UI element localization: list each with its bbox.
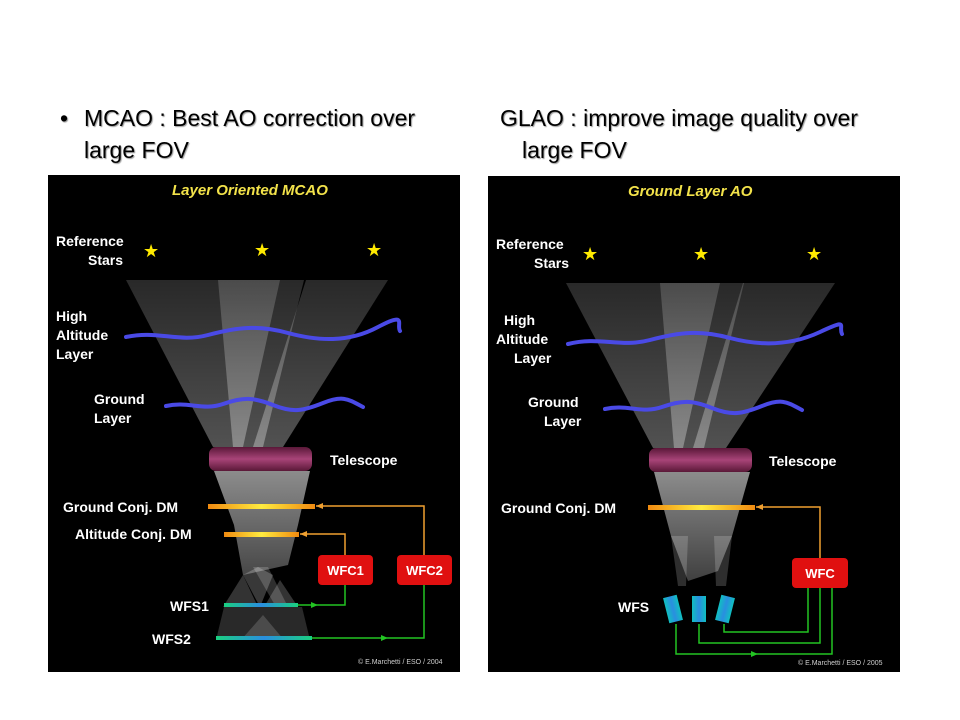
wire-wfs1-to-wfc1 [298,585,346,606]
high-altitude-wave [124,317,402,341]
wfs-camera [692,596,706,622]
beam-right [253,280,388,447]
label-high-altitude-layer: High Altitude Layer [496,312,552,366]
label-ground-layer: Ground Layer [94,391,148,426]
label-wfs: WFS [618,599,649,615]
optical-cone [214,471,310,575]
star-icon: ★ [254,240,270,261]
beam-right [693,283,835,448]
label-telescope: Telescope [330,452,398,468]
label-ground-layer: Ground Layer [528,394,582,429]
altitude-conj-dm [224,532,299,537]
wfs-camera [715,594,735,624]
label-wfc1: WFC1 [327,563,364,578]
ground-conj-dm [648,505,755,510]
glao-heading: GLAO : improve image quality over large … [500,102,920,166]
telescope [209,447,312,471]
wfs2-bar [216,636,312,640]
wire-wfc2-to-dm [316,505,425,555]
wfc1-box [318,555,373,585]
mcao-heading-text: MCAO : Best AO correction over large FOV [84,105,416,163]
beam-center [218,280,304,447]
label-ground-conj-dm: Ground Conj. DM [501,500,616,516]
label-ground-conj-dm: Ground Conj. DM [63,499,178,515]
label-reference-stars: Reference Stars [56,233,128,268]
high-altitude-wave [566,322,844,346]
label-reference-stars: Reference Stars [496,236,569,271]
mcao-diagram: Layer Oriented MCAO ★ ★ ★ [48,175,460,672]
credit: © E.Marchetti / ESO / 2004 [358,658,443,666]
optical-cone [654,472,750,581]
label-wfs1: WFS1 [170,598,209,614]
beam-center [660,283,744,448]
mcao-heading: • MCAO : Best AO correction over large F… [60,102,460,166]
ground-layer-wave [603,399,804,415]
star-icon: ★ [143,241,159,262]
glao-title: Ground Layer AO [628,183,753,200]
label-high-altitude-layer: High Altitude Layer [56,308,112,362]
label-wfc: WFC [805,566,835,581]
star-icon: ★ [693,244,709,265]
glao-heading-line1: GLAO : improve image quality over [500,105,858,131]
wire-wfs-b [698,588,821,644]
wire-wfc-to-dm [756,506,821,558]
wfs-camera [663,594,683,624]
telescope [649,448,752,472]
star-icon: ★ [366,240,382,261]
star-icon: ★ [806,244,822,265]
label-altitude-conj-dm: Altitude Conj. DM [75,526,192,542]
wire-wfs2-to-wfc2 [312,585,425,639]
wire-wfc1-to-dm [300,533,346,555]
label-telescope: Telescope [769,453,837,469]
ground-layer-wave [164,396,365,412]
wfs-cameras [663,594,735,624]
mcao-title: Layer Oriented MCAO [172,182,328,199]
ground-conj-dm [208,504,315,509]
wfs1-bar [224,603,298,607]
bullet-icon: • [60,105,69,131]
glao-diagram: Ground Layer AO ★ ★ ★ [488,176,900,672]
wire-wfs-c [723,588,809,633]
star-icon: ★ [582,244,598,265]
wfc2-box [397,555,452,585]
wfc-box [792,558,848,588]
credit: © E.Marchetti / ESO / 2005 [798,659,883,667]
label-wfs2: WFS2 [152,631,191,647]
label-wfc2: WFC2 [406,563,443,578]
glao-heading-line2: large FOV [522,137,627,163]
